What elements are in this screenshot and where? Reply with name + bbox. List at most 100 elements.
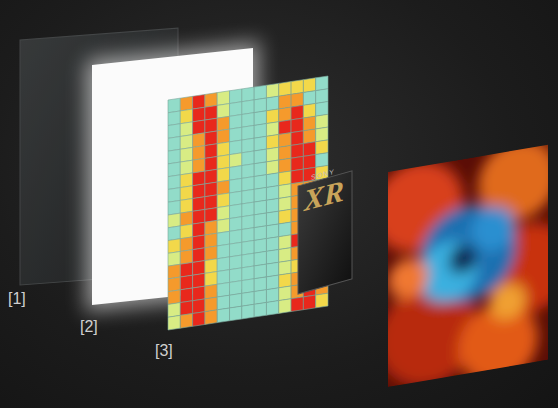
- grid-cell: [180, 237, 192, 252]
- grid-cell: [217, 282, 229, 297]
- grid-cell: [266, 211, 278, 226]
- grid-cell: [230, 114, 242, 129]
- grid-cell: [180, 262, 192, 277]
- grid-cell: [168, 98, 180, 113]
- grid-cell: [279, 222, 291, 237]
- grid-cell: [193, 235, 205, 250]
- grid-cell: [254, 136, 266, 151]
- grid-cell: [230, 242, 242, 257]
- grid-cell: [180, 122, 192, 137]
- grid-cell: [266, 160, 278, 175]
- grid-cell: [303, 78, 315, 93]
- grid-cell: [242, 215, 254, 230]
- grid-cell: [266, 134, 278, 149]
- grid-cell: [316, 140, 328, 155]
- grid-cell: [303, 91, 315, 106]
- grid-cell: [193, 133, 205, 148]
- grid-cell: [266, 262, 278, 277]
- grid-cell: [279, 158, 291, 173]
- callout-number: [2]: [80, 318, 98, 336]
- grid-cell: [168, 251, 180, 266]
- grid-cell: [217, 219, 229, 234]
- grid-cell: [254, 213, 266, 228]
- grid-cell: [217, 91, 229, 106]
- grid-cell: [193, 248, 205, 263]
- grid-cell: [279, 299, 291, 314]
- grid-cell: [180, 96, 192, 111]
- grid-cell: [205, 297, 217, 312]
- grid-cell: [217, 231, 229, 246]
- grid-cell: [230, 306, 242, 321]
- grid-cell: [205, 310, 217, 325]
- grid-cell: [279, 82, 291, 97]
- callout-number: [3]: [155, 342, 173, 360]
- grid-cell: [205, 272, 217, 287]
- grid-cell: [303, 142, 315, 157]
- grid-cell: [254, 149, 266, 164]
- grid-cell: [217, 180, 229, 195]
- grid-cell: [168, 303, 180, 318]
- grid-cell: [242, 113, 254, 128]
- grid-cell: [266, 275, 278, 290]
- grid-cell: [266, 122, 278, 137]
- grid-cell: [205, 259, 217, 274]
- processor-chip: [298, 171, 352, 294]
- backlight-panel: [86, 41, 259, 311]
- grid-cell: [168, 290, 180, 305]
- grid-cell: [230, 153, 242, 168]
- grid-cell: [180, 211, 192, 226]
- grid-cell: [230, 166, 242, 181]
- grid-cell: [193, 261, 205, 276]
- grid-cell: [254, 226, 266, 241]
- grid-cell: [217, 295, 229, 310]
- grid-cell: [168, 111, 180, 126]
- grid-cell: [254, 111, 266, 126]
- grid-cell: [266, 224, 278, 239]
- grid-cell: [180, 301, 192, 316]
- grid-cell: [180, 147, 192, 162]
- grid-cell: [180, 186, 192, 201]
- grid-cell: [230, 229, 242, 244]
- grid-cell: [242, 125, 254, 140]
- grid-cell: [217, 167, 229, 182]
- grid-cell: [217, 129, 229, 144]
- grid-cell: [217, 155, 229, 170]
- grid-cell: [168, 277, 180, 292]
- grid-cell: [217, 142, 229, 157]
- grid-cell: [266, 237, 278, 252]
- grid-cell: [279, 133, 291, 148]
- grid-cell: [205, 118, 217, 133]
- grid-cell: [193, 120, 205, 135]
- grid-cell: [168, 226, 180, 241]
- grid-cell: [180, 250, 192, 265]
- grid-cell: [242, 177, 254, 192]
- grid-cell: [316, 102, 328, 117]
- grid-cell: [291, 297, 303, 312]
- grid-cell: [266, 301, 278, 316]
- grid-cell: [193, 94, 205, 109]
- grid-cell: [279, 209, 291, 224]
- grid-cell: [254, 277, 266, 292]
- grid-cell: [242, 151, 254, 166]
- grid-cell: [217, 270, 229, 285]
- grid-cell: [316, 114, 328, 129]
- grid-cell: [266, 173, 278, 188]
- grid-cell: [254, 124, 266, 139]
- grid-cell: [230, 268, 242, 283]
- grid-cell: [242, 164, 254, 179]
- grid-cell: [291, 105, 303, 120]
- grid-cell: [168, 175, 180, 190]
- grid-cell: [230, 217, 242, 232]
- grid-cell: [193, 146, 205, 161]
- grid-cell: [168, 239, 180, 254]
- grid-cell: [242, 87, 254, 102]
- grid-cell: [193, 158, 205, 173]
- grid-cell: [279, 145, 291, 160]
- grid-cell: [266, 147, 278, 162]
- grid-cell: [168, 200, 180, 215]
- grid-cell: [230, 178, 242, 193]
- grid-cell: [266, 198, 278, 213]
- grid-cell: [205, 246, 217, 261]
- grid-cell: [279, 260, 291, 275]
- grid-cell: [254, 290, 266, 305]
